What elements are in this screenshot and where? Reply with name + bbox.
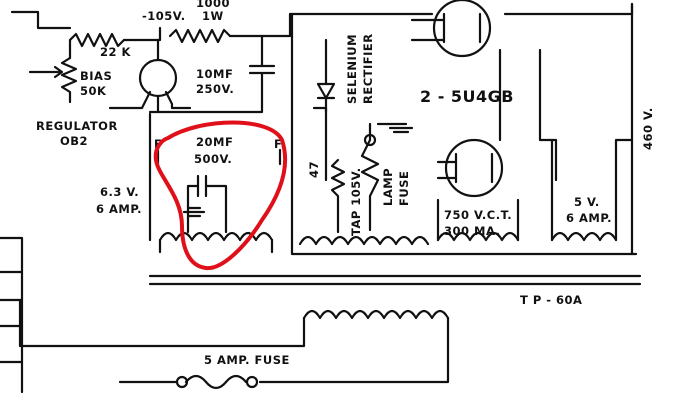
rectifier-plus [312,106,328,182]
label-6amp-b: 6 AMP. [566,211,612,225]
selenium-rectifier [316,38,336,114]
label-10mf: 10MF [196,67,233,81]
capacitor-10mf [148,34,276,114]
left-edge-wires [0,236,24,394]
right-rail-top [503,2,634,16]
regulator-tube-leads [108,38,192,114]
tube-2-internals [436,152,494,184]
label-5v: 5 V. [574,195,600,209]
lamp-fuse [360,122,380,232]
label-selenium: SELENIUM [345,34,359,104]
resistor-1000 [168,28,232,44]
label-20mf: 20MF [196,135,233,149]
lamp-terminal [363,133,377,147]
label-105v: -105V. [142,9,186,23]
winding-5v [550,231,618,242]
winding-750vct [436,231,520,242]
ground-symbol-left [182,206,206,218]
label-22k: 22 K [100,45,132,59]
label-lamp: LAMP [381,168,395,206]
ground-symbol-mid [376,122,414,134]
tube-1-internals [410,12,482,44]
rectifier-tube-1 [432,0,492,58]
label-f-right: F [274,137,282,151]
label-1000: 1000 [196,0,230,10]
label-47: 47 [307,161,321,178]
resistor-47 [330,158,346,234]
bias-potentiometer [60,56,78,104]
bottom-winding [302,309,450,320]
winding-750vct-leads [436,198,520,242]
label-bias: BIAS [80,69,112,83]
regulator-tube-ob2 [138,58,178,98]
label-20mf-v: 500V. [194,152,232,166]
label-rectifier: RECTIFIER [361,33,375,104]
winding-6v3-bottom [158,238,274,254]
label-regulator: REGULATOR [36,119,118,133]
transformer-primary-frame [290,12,638,256]
label-460v: 460 V. [641,107,655,150]
rectifier-tube-2 [444,138,504,198]
tube-wiring [498,48,558,182]
mains-wiring [0,298,450,384]
label-10mf-v: 250V. [196,82,234,96]
label-6amp: 6 AMP. [96,202,142,216]
label-tube-type: 2 - 5U4GB [420,87,514,106]
cap-20mf [186,174,228,234]
label-tap: TAP 105V. [349,167,363,236]
label-fuse: FUSE [397,171,411,206]
red-annotation-circle [153,120,288,271]
label-ob2: OB2 [60,134,88,148]
fuse-5amp [184,374,248,390]
wire-1000-to-supply [228,12,434,38]
wire-22k-to-1000 [122,26,162,42]
winding-5v-leads [550,138,634,242]
label-6v3: 6.3 V. [100,185,139,199]
left-top-wire [10,10,72,30]
fuse-terminal-right [245,375,259,389]
label-1w: 1W [202,9,224,23]
label-750vct: 750 V.C.T. [444,208,512,222]
label-300ma: 300 MA. [444,224,500,238]
bias-arrow [28,65,64,79]
resistor-22k [68,32,126,48]
label-tp60a: T P - 60A [520,293,582,307]
label-bias-val: 50K [80,84,107,98]
label-5amp-fuse: 5 AMP. FUSE [204,353,290,367]
primary-winding [298,235,430,246]
winding-6v3 [158,231,274,242]
